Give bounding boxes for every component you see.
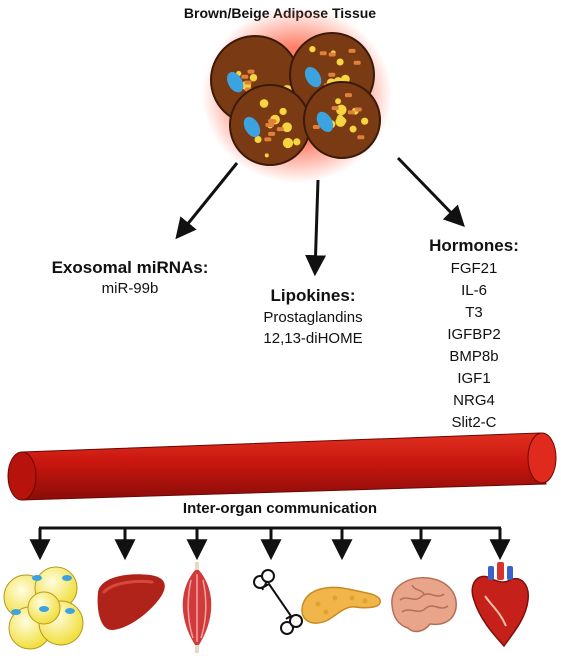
hormones-item: T3 (465, 304, 483, 321)
hormones-item: IGF1 (457, 370, 490, 387)
arrow-to-hormones (396, 156, 465, 228)
lipokines-item: Prostaglandins (263, 309, 362, 326)
bone-icon (253, 569, 303, 635)
communication-label: Inter-organ communication (183, 500, 377, 517)
hormones-item: Slit2-C (451, 414, 496, 431)
brown-adipose-cells-icon (202, 7, 392, 183)
lipokines-item: 12,13-diHOME (263, 330, 362, 347)
brain-icon (391, 577, 457, 633)
hormones-item: NRG4 (453, 392, 495, 409)
hormones-heading: Hormones: (429, 236, 519, 255)
white-adipose-tissue-icon (3, 566, 84, 650)
blood-vessel-icon (7, 432, 557, 501)
hormones-item: FGF21 (451, 260, 498, 277)
skeletal-muscle-icon (182, 562, 212, 653)
exosomal-item: miR-99b (102, 280, 159, 297)
lipokines-heading: Lipokines: (270, 286, 355, 305)
hormones-item: IL-6 (461, 282, 487, 299)
exosomal-heading: Exosomal miRNAs: (52, 258, 209, 277)
pancreas-icon (301, 586, 381, 624)
hormones-item: BMP8b (449, 348, 498, 365)
arrow-to-lipokines (305, 179, 327, 277)
hormones-item: IGFBP2 (447, 326, 500, 343)
arrow-to-exosomal (175, 162, 239, 240)
heart-icon (471, 562, 529, 648)
distribution-bracket (29, 526, 511, 561)
liver-icon (97, 574, 165, 631)
